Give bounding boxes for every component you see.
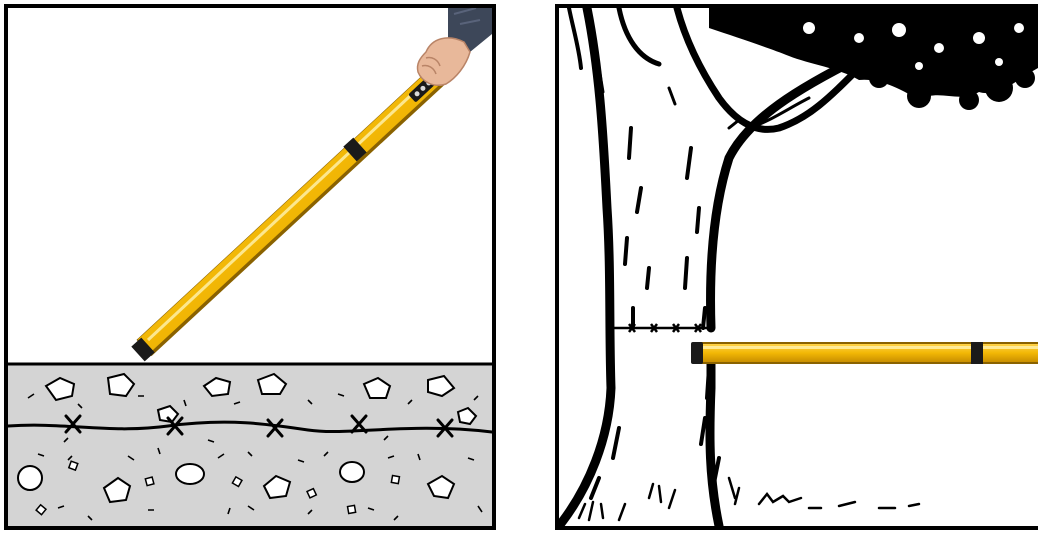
hand (417, 8, 492, 85)
left-illustration (8, 8, 492, 526)
right-illustration-panel (555, 4, 1038, 530)
left-illustration-panel (4, 4, 496, 530)
tree-foliage (709, 8, 1038, 110)
concrete-slab (8, 364, 492, 526)
tree-trunk (559, 8, 859, 526)
locator-wand (691, 342, 1038, 364)
embedded-wire (611, 324, 711, 332)
grass (579, 478, 919, 520)
right-illustration (559, 8, 1038, 526)
locator-wand (138, 70, 440, 354)
